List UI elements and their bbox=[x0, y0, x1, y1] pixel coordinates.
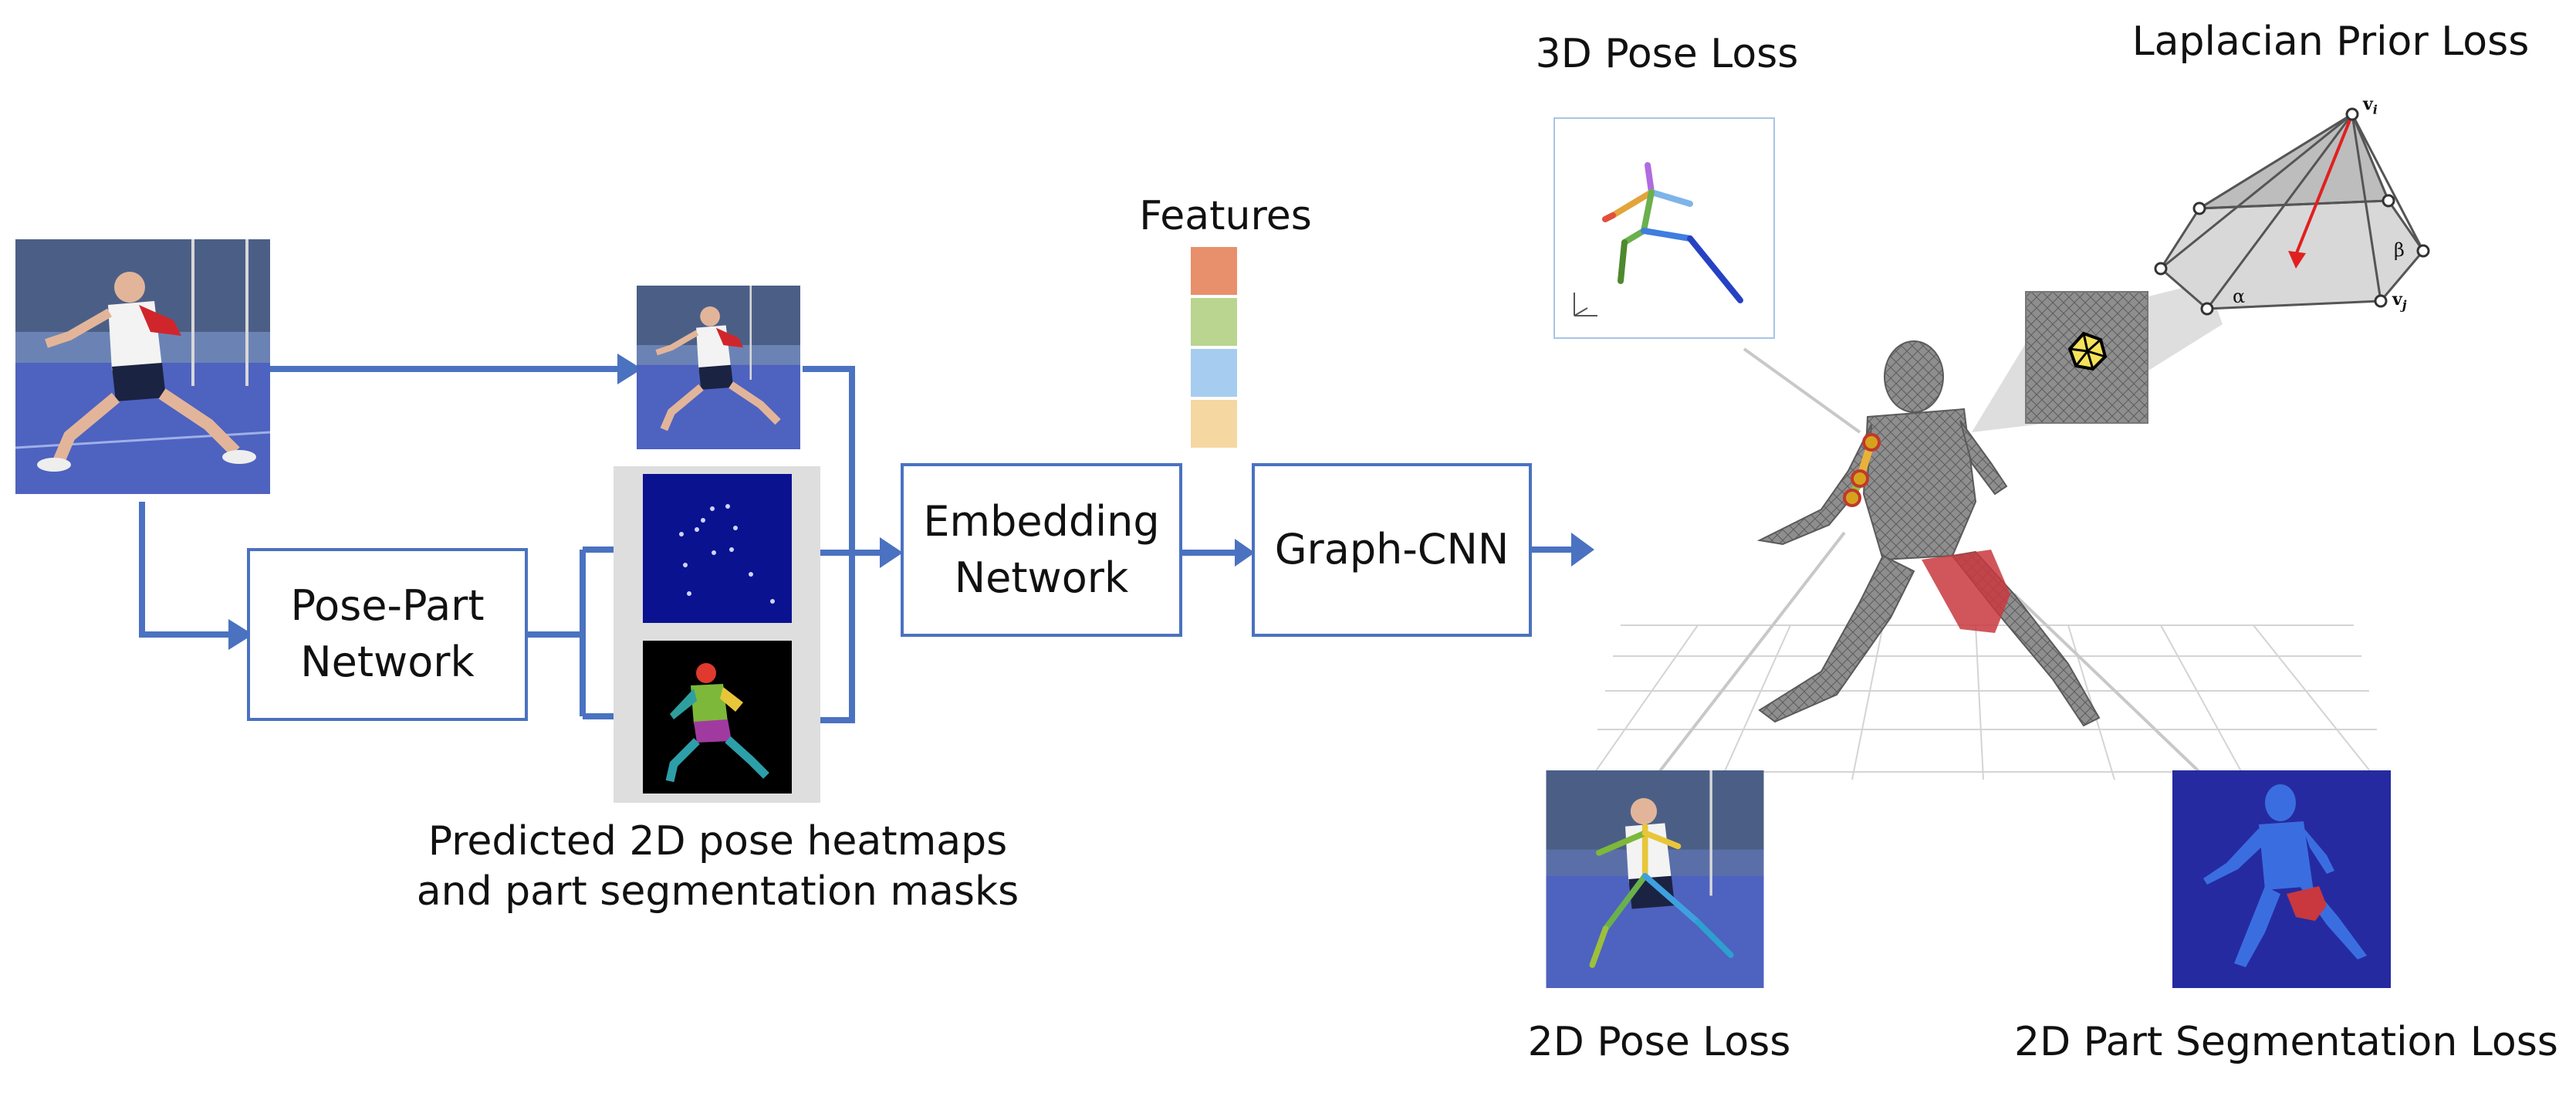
feature-color-2 bbox=[1191, 298, 1237, 346]
graph-cnn-box: Graph-CNN bbox=[1252, 463, 1532, 637]
predicted-caption-line2: and part segmentation masks bbox=[416, 868, 1019, 915]
vi-symbol: vi bbox=[2363, 94, 2378, 117]
embedding-network-box: Embedding Network bbox=[901, 463, 1182, 637]
pose3d-loss-label: 3D Pose Loss bbox=[1535, 31, 1799, 77]
pose-part-label-line2: Network bbox=[300, 638, 475, 686]
predicted-caption: Predicted 2D pose heatmaps and part segm… bbox=[401, 817, 1034, 917]
segmentation-mask-image bbox=[643, 641, 792, 794]
input-photo bbox=[15, 239, 270, 494]
input-photo-small bbox=[634, 286, 803, 449]
seg2d-image bbox=[2172, 770, 2391, 988]
feature-color-1 bbox=[1191, 247, 1237, 295]
vj-symbol-sub: j bbox=[2402, 297, 2407, 313]
pose2d-photo bbox=[1545, 770, 1765, 988]
feature-color-4 bbox=[1191, 400, 1237, 448]
seg2d-loss-label: 2D Part Segmentation Loss bbox=[2014, 1019, 2558, 1065]
pose2d-loss-label: 2D Pose Loss bbox=[1527, 1019, 1791, 1065]
feature-color-3 bbox=[1191, 349, 1237, 397]
features-label: Features bbox=[1139, 193, 1312, 239]
graph-cnn-label: Graph-CNN bbox=[1274, 525, 1509, 574]
vi-symbol-v: v bbox=[2363, 94, 2373, 114]
pose-part-network-box: Pose-Part Network bbox=[247, 548, 528, 721]
predicted-caption-line1: Predicted 2D pose heatmaps bbox=[428, 818, 1008, 865]
embedding-label-line2: Network bbox=[954, 553, 1129, 602]
laplacian-loss-label: Laplacian Prior Loss bbox=[2131, 19, 2530, 65]
skeleton-3d-plot bbox=[1553, 117, 1775, 339]
alpha-symbol: α bbox=[2233, 286, 2246, 307]
vj-symbol: vj bbox=[2392, 289, 2407, 312]
beta-symbol: β bbox=[2394, 239, 2405, 261]
vi-symbol-sub: i bbox=[2372, 102, 2378, 117]
heatmap-image bbox=[643, 474, 792, 623]
vj-symbol-v: v bbox=[2392, 289, 2402, 310]
embedding-label-line1: Embedding bbox=[923, 496, 1160, 546]
pose-part-label-line1: Pose-Part bbox=[290, 581, 485, 631]
